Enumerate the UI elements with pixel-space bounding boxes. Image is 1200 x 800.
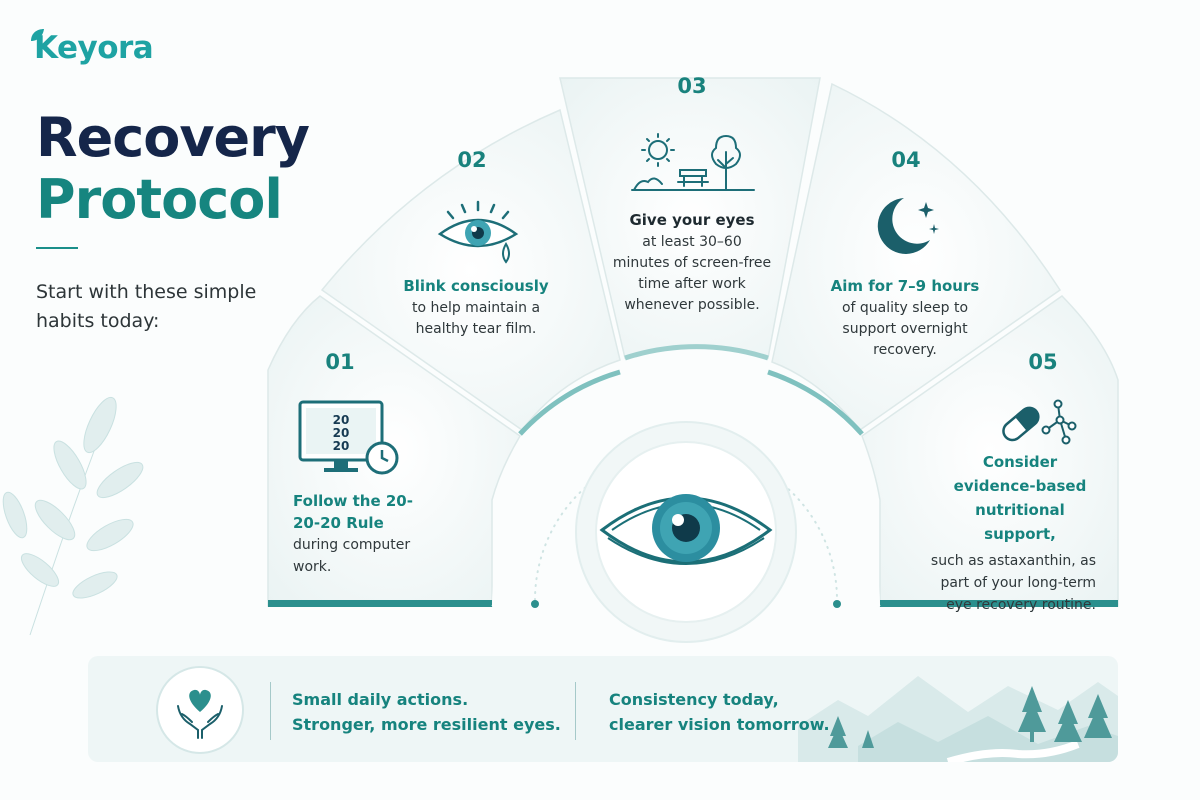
- step-05-text: such as astaxanthin, as part of your lon…: [930, 553, 1096, 613]
- step-04-highlight: Aim for 7–9 hours: [830, 277, 980, 295]
- mountain-landscape: [798, 676, 1118, 762]
- segment-04: [771, 82, 1062, 432]
- page-title-line1: Recovery: [36, 106, 310, 169]
- step-02-number: 02: [457, 148, 487, 172]
- step-01-caption: Follow the 20-20-20 Rule during computer…: [293, 490, 433, 578]
- step-04-text: of quality sleep to support overnight re…: [841, 300, 969, 358]
- banner-divider-1: [270, 682, 271, 740]
- banner-divider-2: [575, 682, 576, 740]
- bottom-banner: Small daily actions. Stronger, more resi…: [88, 656, 1118, 762]
- step-03-highlight: Give your eyes: [629, 211, 755, 229]
- monitor-clock-icon: 20 20 20: [298, 400, 399, 475]
- heart-icon-circle: [156, 666, 244, 754]
- step-02-highlight: Blink consciously: [403, 277, 549, 295]
- step-02-caption: Blink consciously to help maintain a hea…: [392, 274, 560, 340]
- step-01-number: 01: [325, 350, 355, 374]
- step-05-highlight: Consider evidence-based nutritional supp…: [953, 453, 1087, 543]
- moon-stars-icon: [877, 198, 939, 254]
- step-05-number: 05: [1028, 350, 1058, 374]
- step-04-caption: Aim for 7–9 hours of quality sleep to su…: [820, 274, 990, 361]
- step-03-text: at least 30–60 minutes of screen-free ti…: [612, 234, 772, 313]
- banner-message-1-line1: Small daily actions.: [292, 690, 469, 709]
- step-03-caption: Give your eyes at least 30–60 minutes of…: [612, 208, 772, 316]
- banner-message-1-line2: Stronger, more resilient eyes.: [292, 715, 561, 734]
- banner-message-2-line2: clearer vision tomorrow.: [609, 715, 830, 734]
- eye-tear-icon: [437, 200, 519, 264]
- brand-logo: Keyora: [31, 29, 154, 66]
- step-05-caption: Consider evidence-based nutritional supp…: [920, 450, 1096, 616]
- step-02-text: to help maintain a healthy tear film.: [411, 300, 541, 337]
- banner-message-2-line1: Consistency today,: [609, 690, 779, 709]
- step-01-text: during computer work.: [293, 537, 411, 575]
- leaf-logo-icon: [31, 29, 44, 41]
- step-04-number: 04: [891, 148, 921, 172]
- step-01-highlight: Follow the 20-20-20 Rule: [293, 492, 413, 532]
- page-title-line2: Protocol: [36, 168, 283, 231]
- title-divider: [36, 247, 78, 249]
- banner-message-2: Consistency today, clearer vision tomorr…: [609, 687, 830, 737]
- step-03-number: 03: [677, 74, 707, 98]
- svg-text:20: 20: [333, 413, 350, 427]
- svg-text:20: 20: [333, 439, 350, 453]
- central-eye-icon: [599, 494, 773, 565]
- intro-text: Start with these simple habits today:: [36, 281, 257, 332]
- banner-message-1: Small daily actions. Stronger, more resi…: [292, 687, 561, 737]
- heart-hands-icon: [177, 689, 223, 739]
- park-sun-tree-icon: [631, 133, 755, 191]
- capsule-molecule-icon: [1002, 399, 1077, 445]
- svg-text:20: 20: [333, 426, 350, 440]
- leaf-decoration: [2, 396, 144, 636]
- segment-02: [320, 108, 621, 432]
